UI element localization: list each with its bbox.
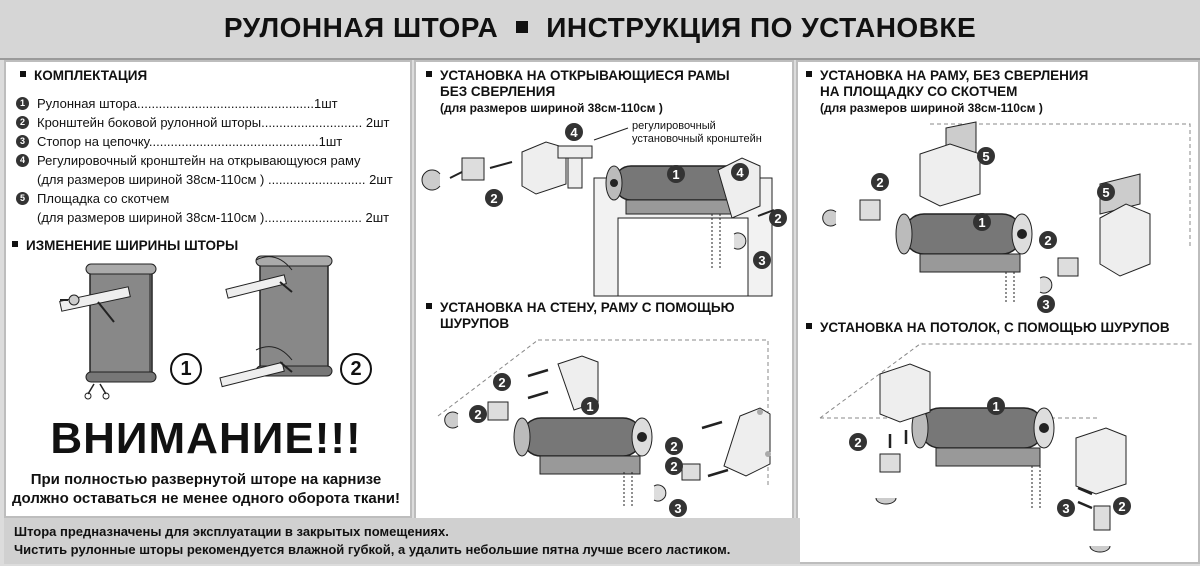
badge-2: 2 xyxy=(670,459,677,474)
badge-1: 1 xyxy=(672,167,679,182)
tape-heading: УСТАНОВКА НА РАМУ, БЕЗ СВЕРЛЕНИЯ НА ПЛОЩ… xyxy=(806,68,1088,116)
badge-2: 2 xyxy=(1044,233,1051,248)
badge-2: 2 xyxy=(498,375,505,390)
wall-install-diagram: 2 2 1 2 2 3 xyxy=(437,339,771,517)
width-change-heading: ИЗМЕНЕНИЕ ШИРИНЫ ШТОРЫ xyxy=(12,238,238,254)
badge-1: 1 xyxy=(992,399,999,414)
roller-blind xyxy=(903,213,1023,255)
step-one-badge: 1 xyxy=(170,353,202,385)
badge-3: 3 xyxy=(674,501,681,516)
middle-panel xyxy=(414,60,794,564)
kit-heading: КОМПЛЕКТАЦИЯ xyxy=(20,68,147,84)
frames-install-diagram: 2 4 1 4 2 3 xyxy=(421,123,787,297)
callout-number-badges: 2 2 1 2 2 3 xyxy=(469,373,687,517)
badge-4: 4 xyxy=(736,165,744,180)
badge-2: 2 xyxy=(854,435,861,450)
badge-2: 2 xyxy=(670,439,677,454)
number-badge-icon: 1 xyxy=(16,97,29,110)
number-badge-icon: 3 xyxy=(16,135,29,148)
kit-item-detail: (для размеров шириной 38см-110см ) .....… xyxy=(37,172,393,187)
ceiling-install-diagram: 1 2 3 2 xyxy=(819,343,1192,553)
attention-text: При полностью развернутой шторе на карни… xyxy=(12,471,400,507)
bottom-note: Штора предназначены для эксплуатации в з… xyxy=(14,524,731,557)
attention-title: ВНИМАНИЕ!!! xyxy=(50,414,362,463)
step-two-badge: 2 xyxy=(340,353,372,385)
shade-measure-illustration xyxy=(219,255,333,388)
badge-5: 5 xyxy=(1102,185,1109,200)
badge-3: 3 xyxy=(1062,501,1069,516)
badge-2: 2 xyxy=(774,211,781,226)
badge-2: 2 xyxy=(876,175,883,190)
roller-blind xyxy=(919,407,1045,449)
title-bar xyxy=(0,0,1200,60)
badge-2: 2 xyxy=(474,407,481,422)
bullet-icon xyxy=(20,71,26,78)
ceiling-heading: УСТАНОВКА НА ПОТОЛОК, С ПОМОЩЬЮ ШУРУПОВ xyxy=(806,320,1170,336)
number-badge-icon: 2 xyxy=(16,116,29,129)
badge-2: 2 xyxy=(490,191,497,206)
badge-1: 1 xyxy=(978,215,985,230)
page-title: РУЛОННАЯ ШТОРА ИНСТРУКЦИЯ ПО УСТАНОВКЕ xyxy=(0,12,1200,44)
right-panel xyxy=(796,60,1200,564)
tape-install-diagram: 2 5 1 5 2 3 xyxy=(822,121,1191,313)
badge-1: 1 xyxy=(586,399,593,414)
kit-item-detail: (для размеров шириной 38см-110см )......… xyxy=(37,210,390,225)
callout-number-badges: 1 2 3 2 xyxy=(849,397,1131,517)
roller-blind xyxy=(521,417,643,457)
bullet-icon xyxy=(426,71,432,78)
bullet-icon xyxy=(12,241,18,248)
frames-heading: УСТАНОВКА НА ОТКРЫВАЮЩИЕСЯ РАМЫ БЕЗ СВЕР… xyxy=(426,68,730,116)
width-change-illustration xyxy=(59,255,333,400)
shade-cut-illustration xyxy=(59,263,157,400)
bullet-icon xyxy=(806,71,812,78)
badge-3: 3 xyxy=(1042,297,1049,312)
number-badge-icon: 5 xyxy=(16,192,29,205)
badge-3: 3 xyxy=(758,253,765,268)
left-panel xyxy=(4,60,412,518)
title-separator-icon xyxy=(516,20,529,33)
callout-number-badges: 2 4 1 4 2 3 xyxy=(485,123,787,269)
title-right: ИНСТРУКЦИЯ ПО УСТАНОВКЕ xyxy=(546,12,977,43)
adjustable-bracket-callout: регулировочный установочный кронштейн xyxy=(632,120,762,145)
badge-4: 4 xyxy=(570,125,578,140)
wall-heading: УСТАНОВКА НА СТЕНУ, РАМУ С ПОМОЩЬЮ ШУРУП… xyxy=(426,300,735,332)
bullet-icon xyxy=(806,323,812,330)
callout-number-badges: 2 5 1 5 2 3 xyxy=(871,147,1115,313)
badge-2: 2 xyxy=(1118,499,1125,514)
bottom-note-box xyxy=(4,518,800,564)
number-badge-icon: 4 xyxy=(16,154,29,167)
bullet-icon xyxy=(426,303,432,310)
badge-5: 5 xyxy=(982,149,989,164)
title-left: РУЛОННАЯ ШТОРА xyxy=(223,12,499,43)
